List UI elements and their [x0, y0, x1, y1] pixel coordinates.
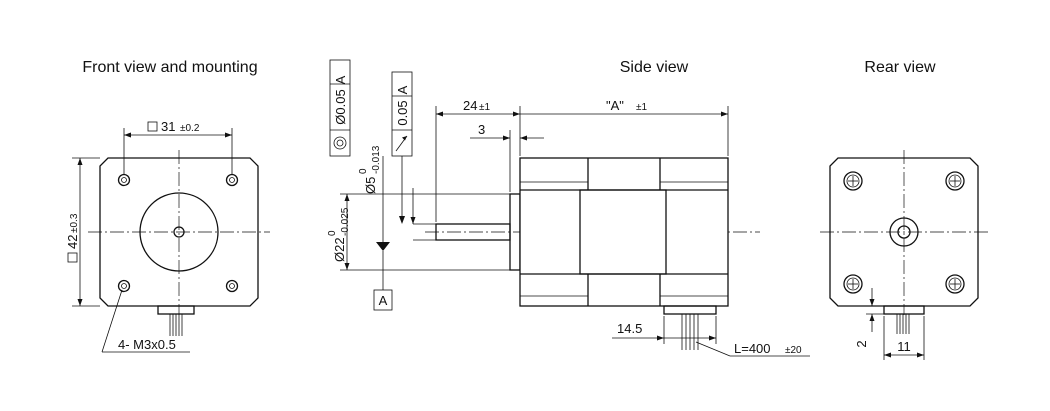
boss-diameter: Ø22: [332, 237, 347, 262]
square-symbol-icon: [67, 252, 78, 263]
runout-datum: A: [395, 85, 410, 94]
front-shaft-circle: [173, 226, 185, 238]
datum-triangle-icon: [376, 242, 390, 251]
lead-length-dim: L=400: [734, 341, 771, 356]
boss-diameter-upper: 0: [327, 230, 338, 236]
rear-cable-exit: [883, 305, 925, 315]
runout-value: 0.05: [395, 100, 410, 125]
concentricity-value: Ø0.05: [333, 89, 348, 124]
side-cable-exit: [663, 305, 717, 315]
boss-diameter-lower: -0.025: [340, 207, 351, 236]
datum-label: A: [379, 293, 388, 308]
shaft-length-dim: 24: [463, 98, 477, 113]
cable-offset-dim: 14.5: [617, 321, 642, 336]
body-length-dim: "A": [606, 98, 624, 113]
side-motor-body: [519, 157, 729, 307]
lead-length-tol: ±20: [785, 345, 802, 356]
side-view-title: Side view: [620, 59, 689, 76]
thread-callout: 4- M3x0.5: [118, 337, 176, 352]
rear-view-title: Rear view: [864, 59, 936, 76]
shaft-diameter: Ø5: [363, 177, 378, 194]
mounting-hole: [225, 173, 239, 187]
mounting-hole: [117, 279, 131, 293]
front-height-tol: ±0.3: [69, 213, 80, 233]
concentricity-datum: A: [333, 75, 348, 84]
boss-length-dim: 3: [478, 122, 485, 137]
front-width-dim: 31: [161, 119, 175, 134]
mounting-hole: [117, 173, 131, 187]
mounting-hole: [225, 279, 239, 293]
body-length-tol: ±1: [636, 102, 647, 113]
rear-shaft-boss: [889, 217, 919, 247]
screw-icon: [843, 171, 863, 191]
runout-frame: A 0.05: [391, 71, 413, 224]
runout-icon: [395, 135, 408, 152]
concentricity-frame: A Ø0.05: [329, 59, 351, 157]
front-boss-circle: [139, 192, 219, 272]
screw-icon: [843, 274, 863, 294]
front-view: 31 ±0.2 42 ±0.3 4- M3x0.5: [65, 119, 270, 353]
front-height-dim: 42: [65, 235, 80, 249]
cable-width-dim: 11: [897, 339, 911, 354]
shaft-diameter-lower: -0.013: [371, 145, 382, 174]
rear-view: 2 11: [820, 150, 990, 360]
front-cable-exit: [157, 305, 195, 315]
square-symbol-icon: [147, 121, 158, 132]
shaft-dimensions: Ø5 0 -0.013 Ø22 0 -0.025 A: [327, 145, 510, 311]
shaft-diameter-upper: 0: [358, 168, 369, 174]
front-view-title: Front view and mounting: [82, 59, 257, 76]
concentricity-icon: [333, 136, 347, 150]
screw-icon: [945, 171, 965, 191]
screw-icon: [945, 274, 965, 294]
side-view: 24 ±1 "A" ±1 3 14.5 L=400 ±20: [425, 98, 810, 357]
rear-shaft-circle: [897, 225, 911, 239]
front-width-tol: ±0.2: [180, 123, 200, 134]
datum-box: [373, 289, 393, 311]
side-stator: [579, 189, 667, 275]
shaft-length-tol: ±1: [479, 102, 490, 113]
rear-offset-dim: 2: [854, 340, 869, 347]
